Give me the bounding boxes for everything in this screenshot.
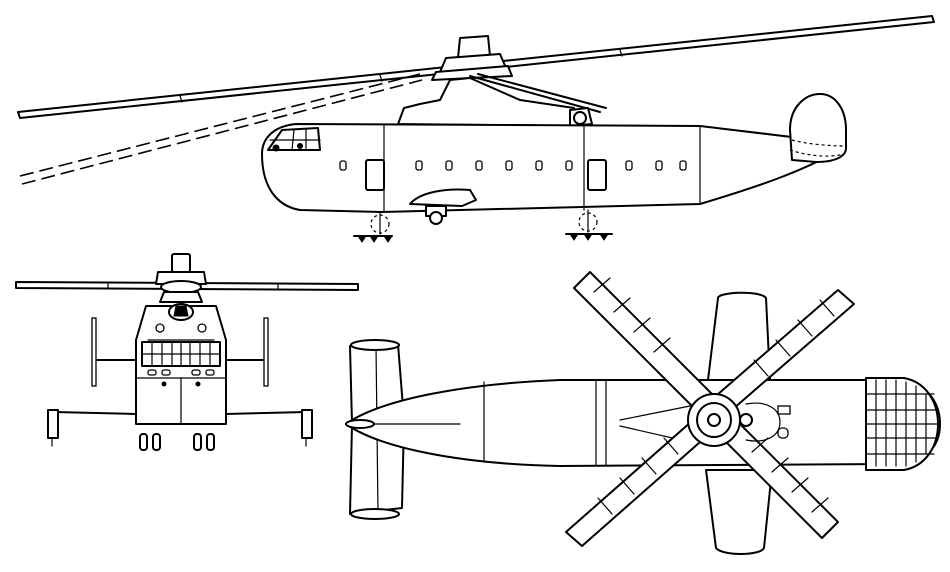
top-nose-panels bbox=[777, 405, 791, 439]
front-cockpit-glazing bbox=[141, 341, 221, 387]
side-view bbox=[17, 15, 935, 243]
side-tail-fin bbox=[789, 93, 847, 163]
top-view bbox=[345, 271, 941, 555]
side-sponson bbox=[409, 188, 477, 225]
top-rotor-hub bbox=[687, 393, 781, 447]
front-view bbox=[15, 253, 359, 451]
top-cockpit-glazing bbox=[865, 377, 939, 471]
front-stub-wings bbox=[47, 317, 313, 447]
side-fuselage bbox=[261, 123, 837, 213]
front-landing-wheels bbox=[139, 433, 215, 451]
top-fuselage bbox=[345, 379, 941, 467]
side-landing-gear bbox=[353, 209, 613, 243]
side-pylon bbox=[397, 77, 593, 127]
side-doors bbox=[365, 159, 607, 191]
side-rotor-blade-dashed bbox=[19, 73, 423, 185]
side-rotor-head bbox=[431, 35, 607, 113]
side-windows bbox=[339, 160, 687, 171]
side-cockpit-glazing bbox=[267, 127, 321, 152]
front-rotor-head bbox=[155, 253, 207, 303]
